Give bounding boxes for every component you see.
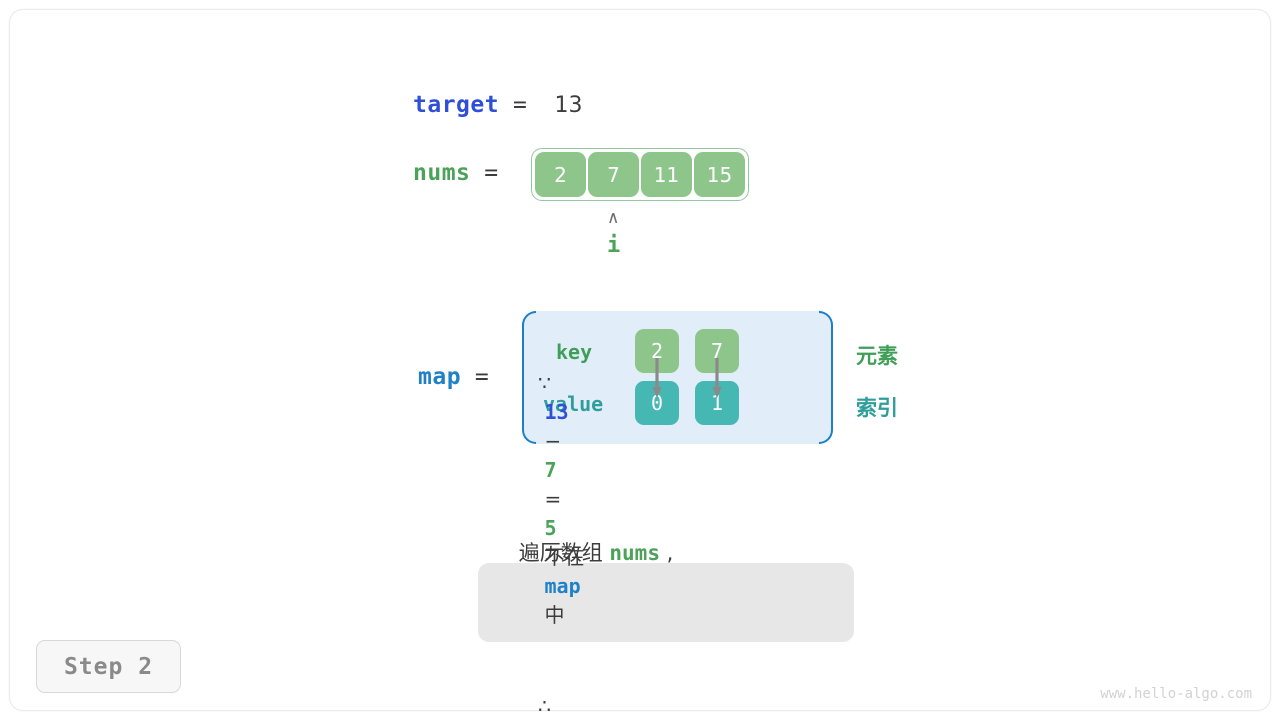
map-side-label-element: 元素 bbox=[856, 344, 898, 368]
target-declaration: target = 13 bbox=[413, 92, 583, 118]
nums-cell-3: 15 bbox=[694, 152, 745, 197]
nums-declaration: nums = bbox=[413, 160, 498, 186]
note-value-current: 7 bbox=[544, 457, 557, 482]
map-key-cell-0: 2 bbox=[635, 329, 679, 373]
pointer-caret-icon: ∧ bbox=[607, 208, 620, 228]
target-keyword: target bbox=[413, 92, 500, 118]
note-value-target: 13 bbox=[544, 399, 569, 424]
caption-code-nums: nums bbox=[609, 541, 660, 565]
note-value-remainder: 5 bbox=[544, 515, 557, 540]
step-badge: Step 2 bbox=[36, 640, 181, 693]
nums-keyword: nums bbox=[413, 160, 471, 186]
note-therefore-icon: ∴ bbox=[538, 693, 551, 718]
note-line-2: ∴ 将元素 7 添加进 map bbox=[500, 663, 832, 720]
note-because-icon: ∵ bbox=[538, 370, 551, 395]
map-key-row-label: key bbox=[556, 340, 593, 364]
note-text-not-in: 不在 bbox=[544, 544, 585, 569]
note-map-ref-1: map bbox=[544, 573, 581, 598]
map-side-label-index: 索引 bbox=[856, 396, 898, 420]
caption-line: 遍历数组 nums , bbox=[492, 513, 674, 591]
map-value-cell-0: 0 bbox=[635, 381, 679, 425]
note-text-in: 中 bbox=[544, 602, 565, 627]
target-value: 13 bbox=[554, 92, 583, 118]
map-equals-sign: = bbox=[474, 364, 489, 390]
nums-space bbox=[470, 160, 484, 186]
map-value-row-label: value bbox=[543, 392, 604, 416]
nums-array-container: 2 7 11 15 bbox=[531, 148, 749, 201]
map-declaration: map = bbox=[418, 364, 489, 390]
map-keyword: map bbox=[418, 364, 462, 390]
nums-cell-0: 2 bbox=[535, 152, 586, 197]
target-space2 bbox=[527, 92, 555, 118]
note-box: ∵ 13 − 7 = 5 不在 map 中 ∴ 将元素 7 添加进 map bbox=[478, 371, 854, 718]
caption-prefix: 遍历数组 bbox=[518, 541, 610, 565]
map-space bbox=[461, 364, 475, 390]
note-equals-op: = bbox=[544, 486, 562, 511]
nums-cell-2: 11 bbox=[641, 152, 692, 197]
note-line-1: ∵ 13 − 7 = 5 不在 map 中 bbox=[500, 340, 832, 659]
map-arrow-icon-1 bbox=[712, 358, 722, 398]
nums-cell-1: 7 bbox=[588, 152, 639, 197]
note-minus-op: − bbox=[544, 428, 562, 453]
nums-equals-sign: = bbox=[484, 160, 499, 186]
watermark: www.hello-algo.com bbox=[1100, 686, 1252, 702]
pointer-index-label: i bbox=[607, 233, 621, 258]
target-equals bbox=[499, 92, 513, 118]
caption-suffix: , bbox=[659, 541, 674, 565]
target-equals-sign: = bbox=[512, 92, 527, 118]
map-arrow-icon-0 bbox=[652, 358, 662, 398]
